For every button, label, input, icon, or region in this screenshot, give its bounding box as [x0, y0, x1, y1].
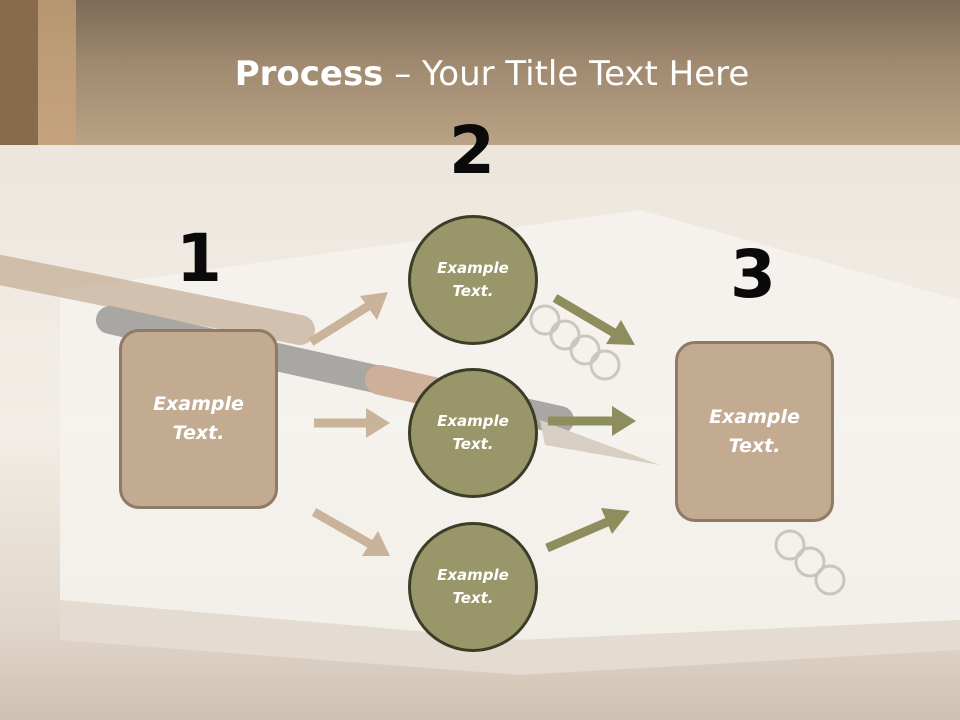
step-number-1: 1: [176, 220, 222, 297]
arrow-2a-to-3: [552, 294, 619, 338]
step-3-label: Example Text.: [709, 405, 800, 457]
arrow-1-to-2b-head: [366, 408, 390, 438]
step-1-box[interactable]: Example Text.: [119, 329, 278, 509]
arrow-1-to-2a-head: [360, 292, 388, 320]
arrow-1-to-2a: [308, 301, 373, 346]
step-2-bottom-label: Example Text.: [437, 566, 509, 607]
step-2-middle-label: Example Text.: [437, 412, 509, 453]
step-number-3: 3: [730, 236, 776, 313]
arrow-2c-to-3: [545, 515, 614, 553]
page-title: Process – Your Title Text Here: [0, 54, 960, 94]
title-rest: – Your Title Text Here: [383, 54, 750, 94]
step-2-circle-middle[interactable]: Example Text.: [408, 368, 538, 498]
header-accent-stripe-light: [38, 0, 76, 145]
step-3-box[interactable]: Example Text.: [675, 341, 834, 522]
arrow-2c-to-3-head: [601, 508, 630, 534]
title-bold: Process: [234, 54, 384, 94]
arrow-2b-to-3-head: [612, 406, 636, 436]
arrow-2a-to-3-head: [606, 320, 635, 345]
header-accent-stripe: [0, 0, 38, 145]
header-band: Process – Your Title Text Here: [0, 0, 960, 145]
arrow-1-to-2c: [311, 508, 375, 549]
step-number-2: 2: [449, 112, 495, 189]
step-2-top-label: Example Text.: [437, 259, 509, 300]
step-2-circle-bottom[interactable]: Example Text.: [408, 522, 538, 652]
arrow-1-to-2c-head: [362, 531, 390, 556]
step-2-circle-top[interactable]: Example Text.: [408, 215, 538, 345]
step-1-label: Example Text.: [153, 393, 244, 444]
